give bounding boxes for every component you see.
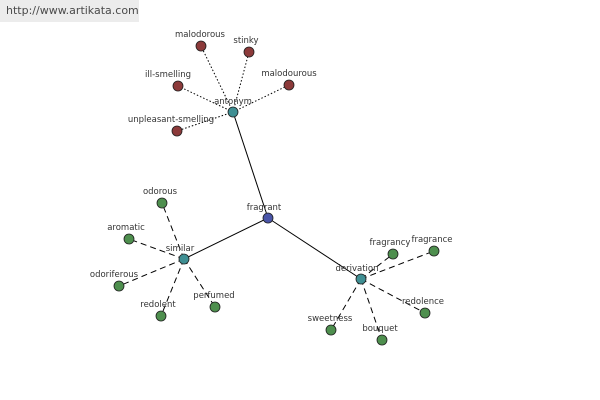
leaf-malodorous-label[interactable]: malodorous	[175, 30, 226, 40]
edge-derivation-fragrance	[360, 250, 435, 280]
center-fragrant-node[interactable]	[262, 212, 274, 224]
relation-antonym-node[interactable]	[227, 106, 239, 118]
leaf-malodorous-node[interactable]	[195, 40, 207, 52]
leaf-bouquet-node[interactable]	[376, 334, 388, 346]
edge-fragrant-derivation	[267, 217, 362, 280]
relation-similar-label[interactable]: similar	[166, 244, 195, 254]
leaf-odoriferous-label[interactable]: odoriferous	[90, 270, 139, 280]
relation-derivation-node[interactable]	[355, 273, 367, 285]
leaf-unpleasant-smelling-node[interactable]	[171, 125, 183, 137]
leaf-fragrance-label[interactable]: fragrance	[411, 235, 452, 245]
leaf-unpleasant-smelling-label[interactable]: unpleasant-smelling	[128, 115, 214, 125]
leaf-redolent-node[interactable]	[155, 310, 167, 322]
leaf-stinky-node[interactable]	[243, 46, 255, 58]
relation-derivation-label[interactable]: derivation	[335, 264, 378, 274]
edge-antonym-unpleasant-smelling	[176, 111, 234, 132]
leaf-odorous-node[interactable]	[156, 197, 168, 209]
edge-derivation-redolence	[360, 278, 426, 314]
leaf-odoriferous-node[interactable]	[113, 280, 125, 292]
leaf-sweetness-label[interactable]: sweetness	[308, 314, 353, 324]
leaf-fragrancy-node[interactable]	[387, 248, 399, 260]
edge-fragrant-similar	[183, 217, 269, 260]
center-fragrant-label[interactable]: fragrant	[247, 203, 282, 213]
leaf-perfumed-label[interactable]: perfumed	[193, 291, 234, 301]
leaf-aromatic-node[interactable]	[123, 233, 135, 245]
leaf-redolent-label[interactable]: redolent	[140, 300, 176, 310]
leaf-ill-smelling-label[interactable]: ill-smelling	[145, 70, 191, 80]
leaf-stinky-label[interactable]: stinky	[233, 36, 258, 46]
leaf-ill-smelling-node[interactable]	[172, 80, 184, 92]
leaf-bouquet-label[interactable]: bouquet	[362, 324, 398, 334]
leaf-redolence-label[interactable]: redolence	[402, 297, 444, 307]
leaf-odorous-label[interactable]: odorous	[143, 187, 178, 197]
leaf-malodourous-node[interactable]	[283, 79, 295, 91]
leaf-aromatic-label[interactable]: aromatic	[107, 223, 145, 233]
relation-similar-node[interactable]	[178, 253, 190, 265]
leaf-perfumed-node[interactable]	[209, 301, 221, 313]
leaf-fragrance-node[interactable]	[428, 245, 440, 257]
relation-antonym-label[interactable]: antonym	[214, 97, 252, 107]
edge-derivation-bouquet	[360, 278, 383, 341]
edge-similar-odoriferous	[118, 258, 185, 287]
leaf-malodourous-label[interactable]: malodourous	[261, 69, 317, 79]
edge-similar-redolent	[160, 258, 185, 317]
watermark-url: http://www.artikata.com	[0, 0, 139, 22]
edge-derivation-fragrancy	[360, 253, 394, 280]
edge-similar-odorous	[161, 202, 185, 260]
leaf-fragrancy-label[interactable]: fragrancy	[370, 238, 411, 248]
leaf-redolence-node[interactable]	[419, 307, 431, 319]
leaf-sweetness-node[interactable]	[325, 324, 337, 336]
edge-fragrant-antonym	[232, 111, 269, 219]
